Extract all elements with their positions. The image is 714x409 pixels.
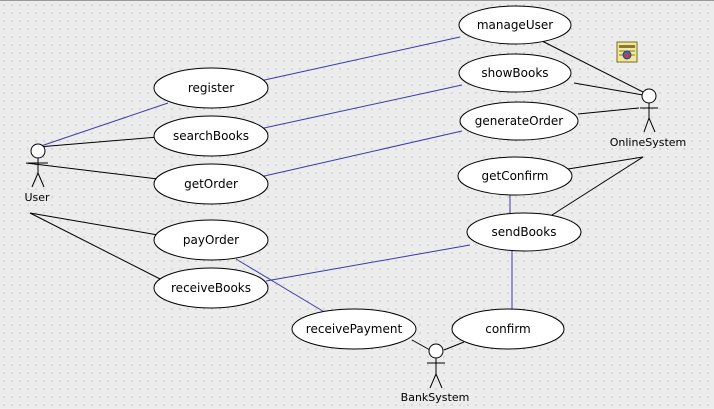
link-user-register xyxy=(37,102,169,148)
use-case-label: generateOrder xyxy=(475,114,564,128)
use-case-getOrder[interactable]: getOrder xyxy=(153,163,269,205)
actor-head xyxy=(428,343,444,359)
link-payOrder-receivePayment xyxy=(235,258,327,314)
actor-right-leg xyxy=(648,117,656,133)
association-lines xyxy=(25,40,646,351)
use-case-label: searchBooks xyxy=(173,129,249,143)
assoc-online-sendBooks xyxy=(551,156,644,216)
assoc-online-getConfirm xyxy=(567,156,644,170)
assoc-user-getOrder xyxy=(25,162,159,180)
use-case-label: getOrder xyxy=(184,177,238,191)
actor-right-leg xyxy=(435,373,443,389)
actor-right-leg xyxy=(37,172,45,188)
use-case-label: manageUser xyxy=(477,18,553,32)
use-case-sendBooks[interactable]: sendBooks xyxy=(466,212,582,252)
use-case-label: receivePayment xyxy=(306,322,403,336)
actor-online-system[interactable]: OnlineSystem xyxy=(610,88,687,149)
use-case-label: showBooks xyxy=(481,66,548,80)
use-case-label: sendBooks xyxy=(492,225,557,239)
actor-label: User xyxy=(24,191,50,204)
actor-head xyxy=(641,88,657,104)
actor-label: OnlineSystem xyxy=(610,136,687,149)
use-case-manageUser[interactable]: manageUser xyxy=(458,5,572,45)
class-diagram-icon[interactable] xyxy=(616,41,638,63)
assoc-online-manageUser xyxy=(541,40,646,94)
assoc-user-searchBooks xyxy=(37,136,159,148)
use-case-payOrder[interactable]: payOrder xyxy=(153,219,269,261)
use-case-receiveBooks[interactable]: receiveBooks xyxy=(153,267,269,309)
use-case-generateOrder[interactable]: generateOrder xyxy=(459,101,579,141)
actor-left-leg xyxy=(429,373,437,389)
assoc-bank-confirm xyxy=(443,341,465,351)
actor-label: BankSystem xyxy=(401,391,470,404)
link-receiveBooks-sendBooks xyxy=(265,244,471,282)
use-case-getConfirm[interactable]: getConfirm xyxy=(457,156,573,196)
use-case-register[interactable]: register xyxy=(153,67,269,109)
use-case-showBooks[interactable]: showBooks xyxy=(458,53,572,93)
use-case-label: confirm xyxy=(485,322,531,336)
assoc-user-payOrder xyxy=(29,212,159,236)
use-case-confirm[interactable]: confirm xyxy=(451,308,565,350)
assoc-user-receiveBooks xyxy=(29,212,167,283)
use-case-label: getConfirm xyxy=(481,169,548,183)
actor-left-leg xyxy=(31,172,39,188)
actor-left-leg xyxy=(643,117,650,133)
assoc-online-showBooks xyxy=(573,82,644,96)
actor-bank-system[interactable]: BankSystem xyxy=(401,343,470,404)
actor-user[interactable]: User xyxy=(24,143,50,204)
assoc-online-generateOrder xyxy=(577,107,640,115)
assoc-bank-receivePayment xyxy=(411,339,431,351)
link-searchBooks-showBooks xyxy=(263,84,463,129)
link-getOrder-generateOrder xyxy=(259,130,463,178)
use-case-searchBooks[interactable]: searchBooks xyxy=(153,115,269,157)
actor-head xyxy=(30,143,46,159)
use-case-label: payOrder xyxy=(183,233,239,247)
use-case-receivePayment[interactable]: receivePayment xyxy=(291,308,417,350)
use-case-label: receiveBooks xyxy=(171,281,251,295)
use-case-label: register xyxy=(188,81,234,95)
link-register-manageUser xyxy=(259,36,461,82)
link-lines xyxy=(37,36,513,314)
